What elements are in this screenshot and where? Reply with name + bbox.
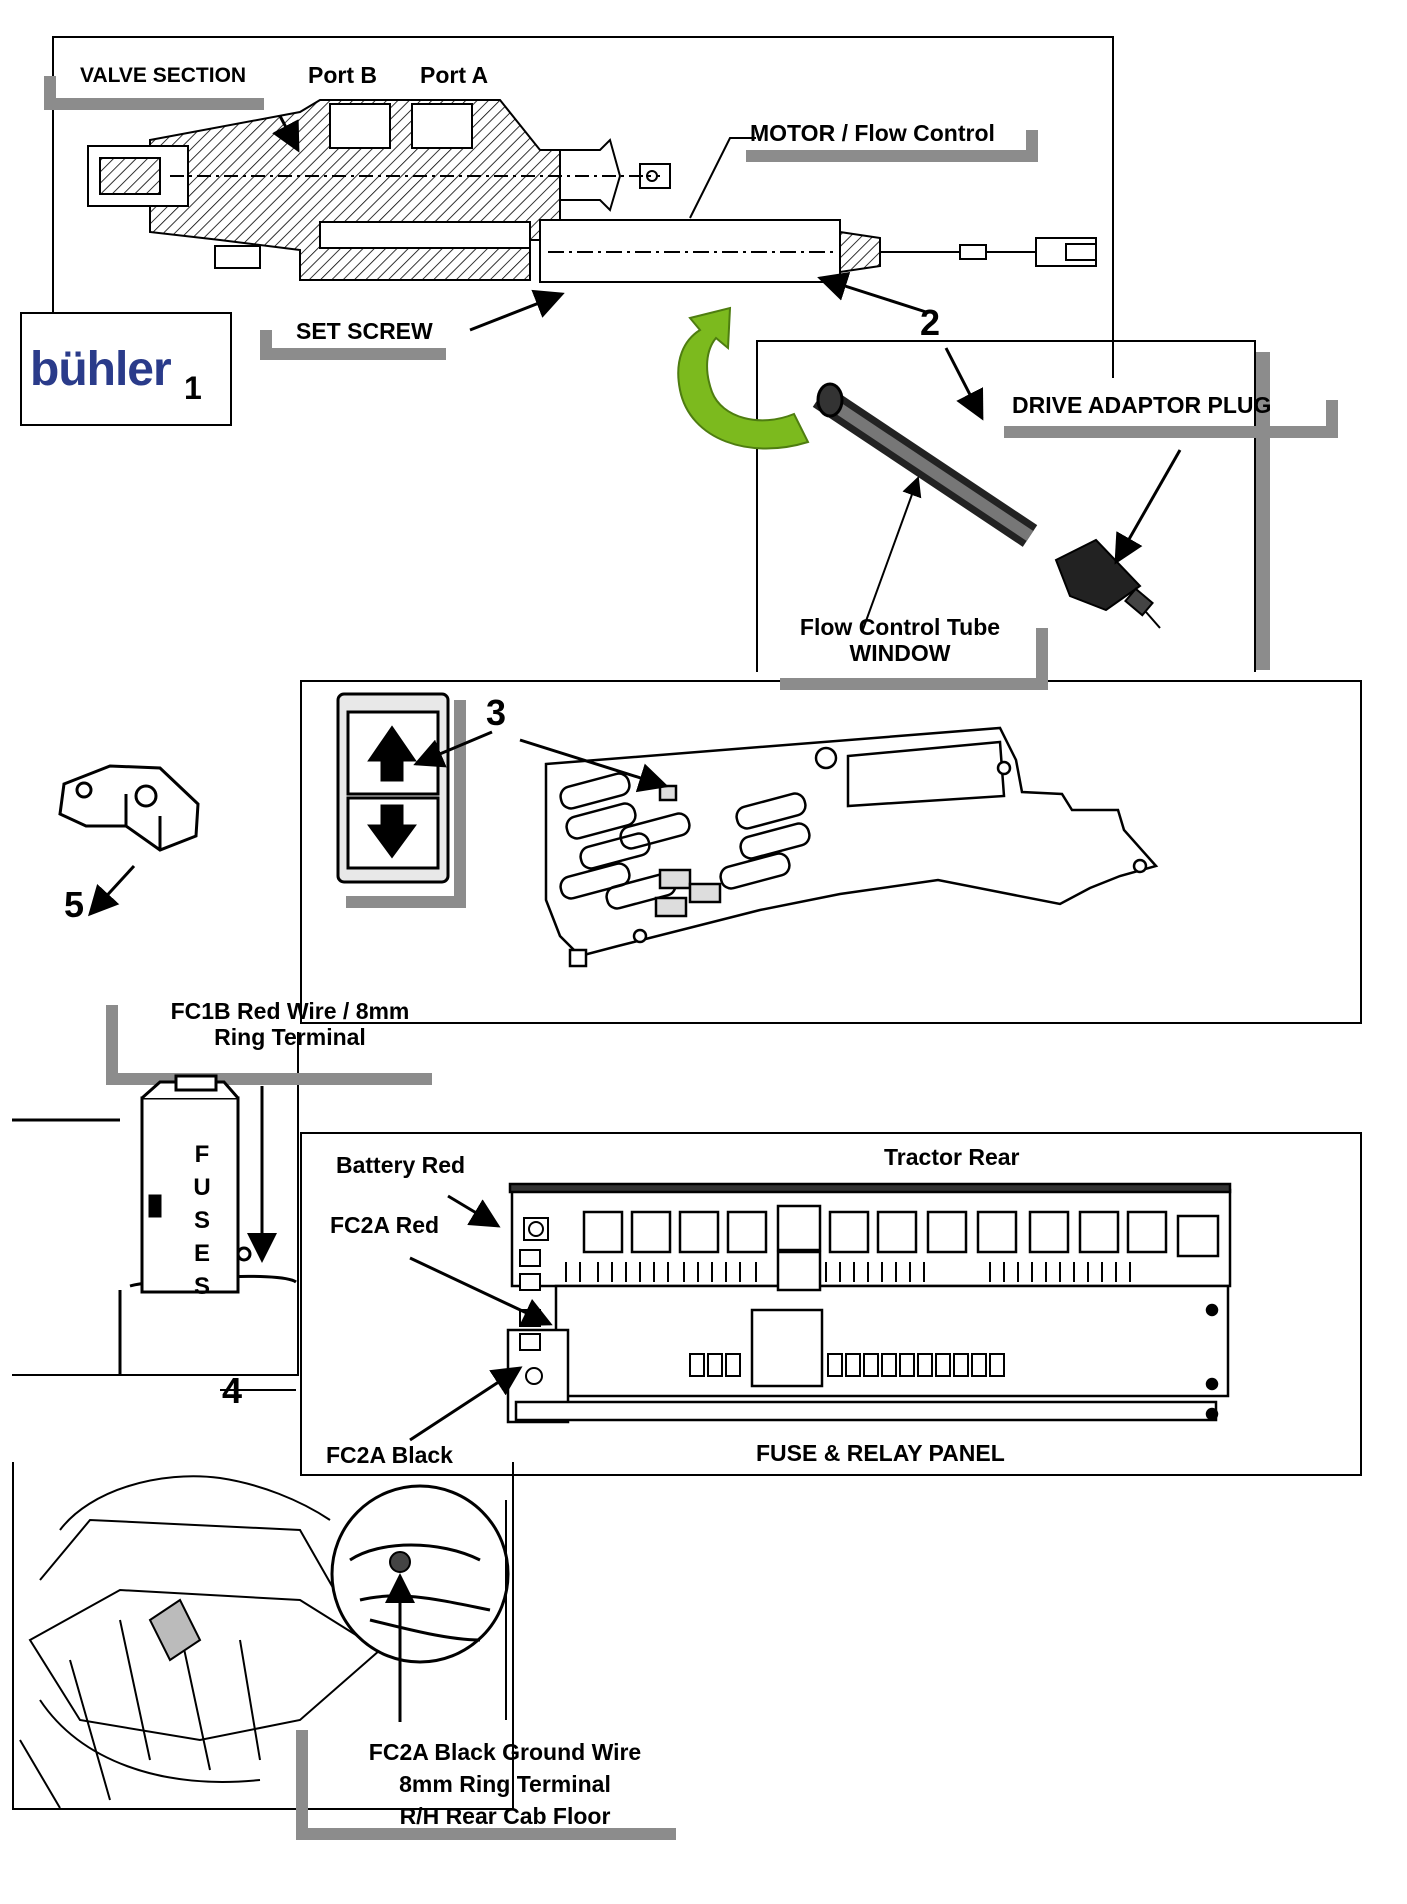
callout-number-2: 2 [920, 302, 941, 343]
port-a-label: Port A [420, 62, 489, 88]
drive-adaptor-frame [756, 340, 1256, 672]
fuses-letter: E [193, 1240, 210, 1267]
fuses-vertical-label: F U S E S [192, 1138, 212, 1303]
battery-red-label: Battery Red [336, 1152, 466, 1178]
valve-motor-frame [52, 36, 1114, 378]
cab-floor-frame [12, 1462, 514, 1810]
ground-wire-line3: R/H Rear Cab Floor [399, 1803, 611, 1829]
fuse-relay-panel-drawing [506, 1182, 1232, 1424]
fuse-relay-panel-frame [300, 1132, 1362, 1476]
motor-flow-control-label: MOTOR / Flow Control [750, 120, 995, 146]
valve-section-drawing [87, 99, 671, 281]
callout-number-4: 4 [222, 1370, 243, 1411]
fc2a-black-label: FC2A Black [326, 1442, 453, 1468]
callout-number-5: 5 [64, 884, 85, 925]
cab-floor-drawing [19, 1475, 510, 1809]
fc2a-red-label: FC2A Red [330, 1212, 440, 1238]
ground-wire-line1: FC2A Black Ground Wire [368, 1739, 642, 1765]
set-screw-label: SET SCREW [296, 318, 433, 344]
buhler-logo-box: bühler 1 [20, 312, 232, 426]
drive-adaptor-plug-drawing [1054, 538, 1161, 629]
flow-control-tube-label: Flow Control Tube WINDOW [784, 614, 1016, 667]
tractor-rear-label: Tractor Rear [884, 1144, 1020, 1170]
curved-green-arrow [677, 306, 810, 450]
bracket-part-drawing [58, 764, 200, 852]
drive-adaptor-plug-label: DRIVE ADAPTOR PLUG [1012, 392, 1272, 418]
flow-control-window-line2: WINDOW [849, 640, 951, 667]
callout-number-1: 1 [184, 370, 202, 406]
fuses-letter: F [194, 1141, 210, 1168]
callout-number-3: 3 [486, 692, 507, 733]
ground-wire-label: FC2A Black Ground Wire 8mm Ring Terminal… [340, 1736, 670, 1832]
fc1b-red-wire-label: FC1B Red Wire / 8mm Ring Terminal [140, 998, 440, 1051]
buhler-logo-text: bühler [30, 343, 172, 396]
valve-section-label: VALVE SECTION [80, 64, 247, 87]
controller-board-drawing [544, 726, 1159, 968]
flow-control-tube-line1: Flow Control Tube [799, 614, 1001, 640]
port-b-label: Port B [308, 62, 377, 88]
ground-wire-line2: 8mm Ring Terminal [399, 1771, 611, 1797]
fuses-letter: S [193, 1273, 210, 1300]
rocker-switch-drawing [336, 692, 450, 884]
fuse-box-frame [12, 1032, 299, 1376]
motor-flow-control-drawing [539, 219, 1097, 283]
fc1b-line1: FC1B Red Wire / 8mm [170, 998, 410, 1024]
flow-control-tube-drawing [812, 382, 1038, 547]
leader-arrows [87, 115, 1182, 1722]
fuses-letter: S [193, 1207, 210, 1234]
fuses-letter: U [193, 1174, 211, 1201]
fc1b-line2: Ring Terminal [214, 1024, 366, 1051]
fuse-relay-panel-label: FUSE & RELAY PANEL [756, 1440, 1005, 1466]
fuse-box-drawing [12, 1074, 297, 1374]
